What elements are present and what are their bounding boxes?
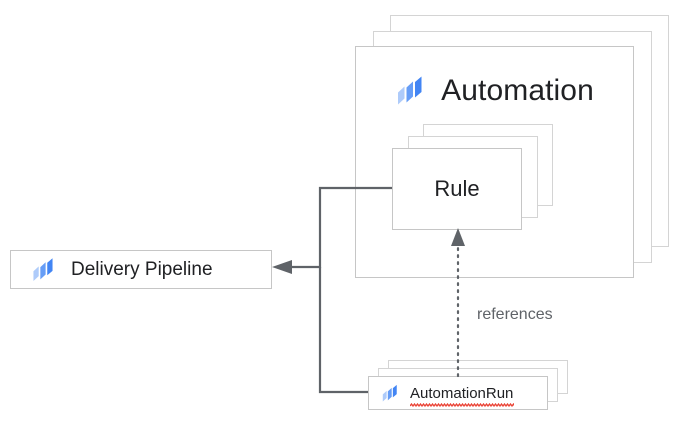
automation-group-label: Automation <box>441 74 594 107</box>
deploy-pipeline-icon <box>31 257 57 283</box>
rule-box[interactable]: Rule <box>392 148 522 230</box>
automation-group-header: Automation <box>355 62 634 120</box>
delivery-pipeline-box[interactable]: Delivery Pipeline <box>10 250 272 289</box>
deploy-pipeline-icon <box>395 75 427 107</box>
edge-label-references: references <box>477 306 553 323</box>
automation-run-box[interactable]: AutomationRun <box>368 376 548 410</box>
rule-label: Rule <box>434 176 480 201</box>
automation-run-label: AutomationRun <box>410 384 515 407</box>
delivery-pipeline-label: Delivery Pipeline <box>71 258 213 280</box>
spellcheck-underline-icon <box>410 402 515 407</box>
deploy-pipeline-icon <box>381 384 400 403</box>
automation-run-text: AutomationRun <box>410 384 514 402</box>
edge-automation-run-to-delivery-pipeline <box>318 267 368 394</box>
arrowhead-to-delivery-pipeline <box>272 260 292 274</box>
